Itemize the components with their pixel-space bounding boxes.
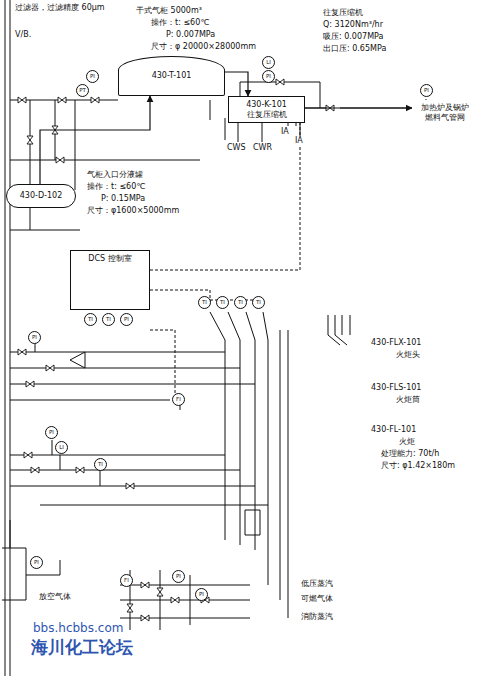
instrument-bubble: PT [76, 84, 89, 97]
instrument-bubble: PI [86, 70, 99, 83]
annotation: 火炬筒 [395, 395, 421, 404]
annotation: 尺寸: φ1.42×180m [380, 461, 456, 470]
annotation: 430-FLS-101 [370, 383, 422, 392]
annotation: 火炬 [398, 437, 416, 446]
instrument-bubble: FI [172, 393, 185, 406]
annotation: 气柜入口分液罐 [86, 170, 144, 179]
instrument-bubble: LI [55, 441, 68, 454]
instrument-bubble: TI [102, 313, 115, 326]
annotation: 430-FLX-101 [370, 338, 422, 347]
annotation: 尺寸：φ 20000×28000mm [150, 42, 257, 51]
instrument-bubble: PI [45, 426, 58, 439]
annotation: IA [280, 127, 290, 136]
annotation: 往复压缩机 [322, 8, 364, 17]
annotation: 低压蒸汽 [300, 579, 334, 588]
instrument-bubble: PI [120, 313, 133, 326]
instrument-bubble: TI [198, 296, 211, 309]
annotation: 过滤器，过滤精度 60μm [14, 3, 106, 12]
node-text: 往复压缩机 [247, 110, 287, 120]
annotation: 出口压: 0.65MPa [322, 44, 387, 53]
node-text: 430-T-101 [152, 71, 192, 81]
node-text: 430-K-101 [246, 100, 287, 110]
instrument-bubble: TI [84, 313, 97, 326]
process-line [305, 107, 412, 108]
annotation: P: 0.007MPa [165, 30, 216, 39]
instrument-bubble: TI [94, 458, 107, 471]
knockout-drum: 430-D-102 [6, 184, 76, 208]
instrument-bubble: FI [120, 574, 133, 587]
annotation: 430-FL-101 [370, 425, 417, 434]
annotation: V/B. [14, 30, 32, 39]
instrument-bubble: LI [262, 56, 275, 69]
watermark: 海川化工论坛 [30, 638, 134, 658]
annotation: Q: 3120Nm³/hr [322, 20, 384, 29]
annotation: P: 0.15MPa [100, 194, 146, 203]
node-text: 加热炉及锅炉 燃料气管网 [417, 103, 473, 122]
instrument-bubble: TI [216, 296, 229, 309]
annotation: 处理能力: 70t/h [380, 449, 440, 458]
dcs-control-room: DCS 控制室 [70, 250, 150, 310]
annotation: 火炬头 [395, 350, 421, 359]
compressor-box: 430-K-101往复压缩机 [228, 96, 305, 123]
annotation: 吸压: 0.007MPa [322, 32, 384, 41]
annotation: 可燃气体 [300, 594, 334, 603]
node-text: 430-D-102 [20, 191, 62, 201]
annotation: 干式气柜 5000m³ [135, 6, 203, 15]
watermark: bbs.hcbbs.com [32, 622, 124, 636]
instrument-bubble: PI [172, 570, 185, 583]
gas-holder-tank: 430-T-101 [118, 56, 225, 96]
annotation: 消防蒸汽 [300, 612, 334, 621]
instrument-bubble: PI [30, 556, 43, 569]
fuel-gas-network: 加热炉及锅炉 燃料气管网 [412, 100, 478, 126]
instrument-bubble: PI [28, 331, 41, 344]
process-line [225, 72, 248, 96]
instrument-bubble: TI [234, 296, 247, 309]
node-text: DCS 控制室 [88, 254, 131, 264]
annotation: CWS [226, 143, 247, 152]
annotation: 操作：t: ≤60℃ [150, 18, 210, 27]
annotation: IA [294, 136, 304, 145]
instrument-bubble: PI [420, 84, 433, 97]
instrument-bubble: PI [195, 588, 208, 601]
annotation: 放空气体 [38, 592, 72, 601]
instrument-bubble: PI [262, 70, 275, 83]
annotation: 尺寸：φ1600×5000mm [86, 206, 180, 215]
annotation: CWR [252, 143, 273, 152]
annotation: 操作：t: ≤60℃ [86, 182, 146, 191]
process-line [40, 96, 150, 184]
instrument-bubble: TI [252, 296, 265, 309]
